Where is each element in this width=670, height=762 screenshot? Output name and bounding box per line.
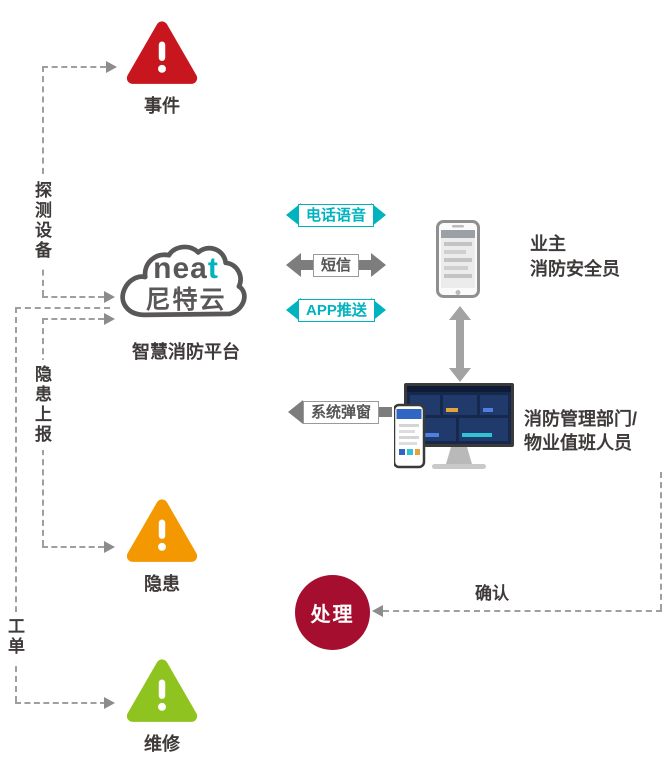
dashed-segment xyxy=(383,610,662,612)
arrowhead-icon xyxy=(104,313,115,325)
platform-brand: neat xyxy=(128,254,244,284)
arrowhead-icon xyxy=(104,541,115,553)
work-order-label: 工单 xyxy=(3,612,25,662)
monitor-icon xyxy=(392,383,516,482)
system-popup-label: 系统弹窗 xyxy=(303,401,380,424)
hazard-label: 隐患 xyxy=(144,574,180,594)
smartphone-icon xyxy=(436,220,480,303)
process-label: 处理 xyxy=(310,604,355,626)
process-node: 处理 xyxy=(295,575,370,650)
event-warning-icon xyxy=(126,20,198,91)
dashed-segment xyxy=(15,307,110,309)
dashed-segment xyxy=(15,307,17,702)
arrowhead-icon xyxy=(106,61,117,73)
arrowhead-icon xyxy=(104,697,115,709)
platform-label: 智慧消防平台 xyxy=(132,342,240,362)
platform-brand-suffix: t xyxy=(207,252,219,285)
repair-label: 维修 xyxy=(144,734,180,754)
cloud-platform-icon xyxy=(114,240,256,337)
sync-vertical-arrow xyxy=(448,306,472,387)
detection-devices-label: 探测设备 xyxy=(30,176,52,266)
hazard-warning-icon xyxy=(126,498,198,569)
phone-voice-label: 电话语音 xyxy=(298,204,375,227)
sms-label: 短信 xyxy=(313,254,360,277)
repair-warning-icon xyxy=(126,658,198,729)
dashed-segment xyxy=(660,472,662,610)
owner-label-line2: 消防安全员 xyxy=(530,259,620,279)
dashed-segment xyxy=(42,546,104,548)
dashed-segment xyxy=(42,296,104,298)
hazard-report-label: 隐患上报 xyxy=(30,360,52,450)
dashed-segment xyxy=(15,702,106,704)
app-push-label: APP推送 xyxy=(298,299,375,322)
arrowhead-icon xyxy=(104,291,115,303)
platform-brand-prefix: nea xyxy=(153,252,208,285)
confirm-label: 确认 xyxy=(475,584,509,603)
management-label-line1: 消防管理部门/ xyxy=(524,409,638,429)
arrowhead-icon xyxy=(372,605,383,617)
platform-brand-cn: 尼特云 xyxy=(145,286,227,314)
event-label: 事件 xyxy=(144,96,180,116)
owner-label-line1: 业主 xyxy=(530,234,566,254)
dashed-segment xyxy=(42,66,106,68)
dashed-segment xyxy=(42,318,104,320)
management-label-line2: 物业值班人员 xyxy=(524,433,632,453)
